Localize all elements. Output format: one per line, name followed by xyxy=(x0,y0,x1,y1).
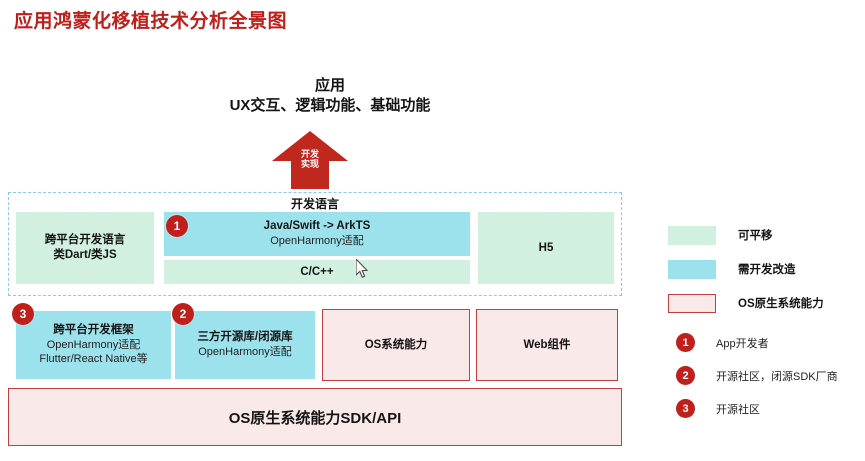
app-header-line2: UX交互、逻辑功能、基础功能 xyxy=(229,97,431,115)
cell-os-system-capability-label: OS系统能力 xyxy=(364,338,428,351)
legend-label-movable: 可平移 xyxy=(738,230,773,242)
os-native-sdk-api-bar[interactable]: OS原生系统能力SDK/API xyxy=(8,388,622,446)
legend-item-needs-dev: 需开发改造 xyxy=(668,252,858,286)
cell-cross-platform-framework-line3: Flutter/React Native等 xyxy=(39,353,148,366)
legend-label-os-native: OS原生系统能力 xyxy=(738,298,824,310)
cell-java-swift-to-arkts-line2: OpenHarmony适配 xyxy=(270,235,364,248)
cell-cross-platform-language-line2: 类Dart/类JS xyxy=(53,249,117,261)
legend-swatch-cyan xyxy=(668,259,716,279)
app-header-line1: 应用 xyxy=(314,77,345,94)
legend-swatch-pink xyxy=(668,293,716,313)
cell-web-component-label: Web组件 xyxy=(523,338,571,351)
legend-label-needs-dev: 需开发改造 xyxy=(738,264,796,276)
cell-c-cpp-label: C/C++ xyxy=(300,265,334,278)
legend-role-1: 1 App开发者 xyxy=(668,326,864,359)
legend-role-badge-2: 2 xyxy=(676,366,695,385)
cell-h5[interactable]: H5 xyxy=(478,212,614,284)
legend-role-3: 3 开源社区 xyxy=(668,392,864,425)
legend-role-badge-1: 1 xyxy=(676,333,695,352)
cell-os-system-capability[interactable]: OS系统能力 xyxy=(322,309,470,381)
cell-cross-platform-language-line1: 跨平台开发语言 xyxy=(44,234,126,247)
development-language-title: 开发语言 xyxy=(290,197,339,211)
legend-colors: 可平移 需开发改造 OS原生系统能力 xyxy=(668,218,858,320)
cell-third-party-library[interactable]: 三方开源库/闭源库 OpenHarmony适配 xyxy=(175,311,315,379)
os-native-sdk-api-label: OS原生系统能力SDK/API xyxy=(228,409,402,427)
cell-h5-label: H5 xyxy=(538,241,554,254)
diagram-badge-2: 2 xyxy=(172,303,194,325)
app-header-block: 应用 UX交互、逻辑功能、基础功能 xyxy=(150,76,510,117)
development-arrow-up-icon: 开发 实现 xyxy=(272,131,348,189)
legend-roles: 1 App开发者 2 开源社区，闭源SDK厂商 3 开源社区 xyxy=(668,326,864,425)
cell-third-party-library-line2: OpenHarmony适配 xyxy=(198,346,292,359)
legend-role-label-2: 开源社区，闭源SDK厂商 xyxy=(716,370,838,383)
cell-java-swift-to-arkts[interactable]: Java/Swift -> ArkTS OpenHarmony适配 xyxy=(164,212,470,256)
cell-cross-platform-framework-line1: 跨平台开发框架 xyxy=(53,324,134,337)
legend-role-label-3: 开源社区 xyxy=(716,403,760,416)
cell-java-swift-to-arkts-line1: Java/Swift -> ArkTS xyxy=(263,220,371,233)
page-title: 应用鸿蒙化移植技术分析全景图 xyxy=(14,11,288,32)
cell-cross-platform-language[interactable]: 跨平台开发语言 类Dart/类JS xyxy=(16,212,154,284)
legend-role-label-1: App开发者 xyxy=(716,337,769,350)
diagram-badge-3: 3 xyxy=(12,303,34,325)
legend-swatch-green xyxy=(668,225,716,245)
cell-cross-platform-framework-line2: OpenHarmony适配 xyxy=(46,339,141,352)
legend-item-os-native: OS原生系统能力 xyxy=(668,286,858,320)
legend-role-badge-3: 3 xyxy=(676,399,695,418)
legend-role-2: 2 开源社区，闭源SDK厂商 xyxy=(668,359,864,392)
cell-cross-platform-framework[interactable]: 跨平台开发框架 OpenHarmony适配 Flutter/React Nati… xyxy=(16,311,171,379)
legend-item-movable: 可平移 xyxy=(668,218,858,252)
diagram-badge-1: 1 xyxy=(166,215,188,237)
cell-c-cpp[interactable]: C/C++ xyxy=(164,260,470,284)
cell-web-component[interactable]: Web组件 xyxy=(476,309,618,381)
cell-third-party-library-line1: 三方开源库/闭源库 xyxy=(197,331,293,344)
